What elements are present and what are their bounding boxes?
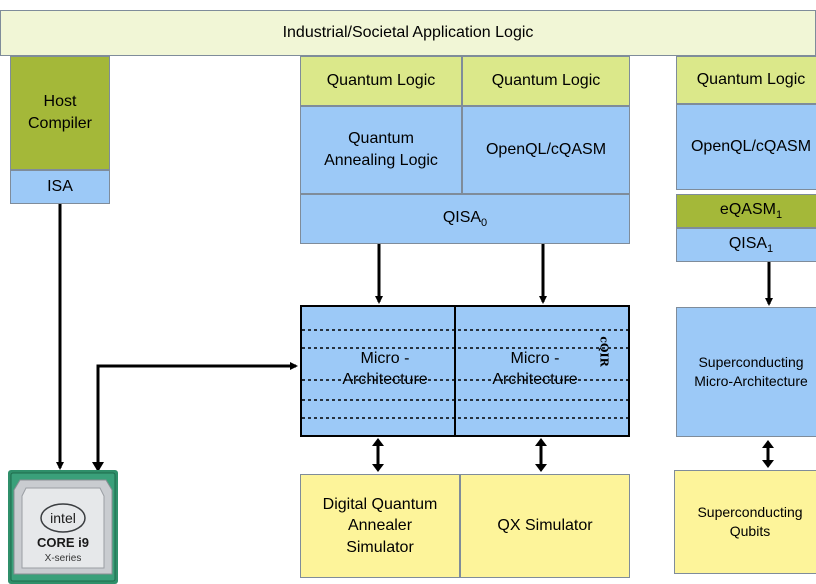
qisa1-box: QISA1 [676,228,816,262]
eqasm1-box: eQASM1 [676,194,816,228]
eqasm1-label: eQASM1 [719,200,783,222]
superconducting-micro-box: Superconducting Micro-Architecture [676,307,816,437]
superconducting-qubits-box: Superconducting Qubits [674,470,816,574]
qisa0-box: QISA0 [300,194,630,244]
openql-box-1: OpenQL/cQASM [462,106,630,194]
cpu-series-text: X-series [45,553,82,564]
qx-simulator-label: QX Simulator [497,517,593,535]
micro-architecture-left-label: Micro - Architecture [342,350,428,388]
openql-label-1: OpenQL/cQASM [485,141,607,159]
host-compiler-label: Host Compiler [27,93,92,132]
isa-label: ISA [47,178,73,196]
micro-annealer-bidir-arrow [372,438,384,472]
host-compiler-box: Host Compiler [10,56,110,170]
isa-box: ISA [10,170,110,204]
sc-micro-qubits-bidir-arrow [762,440,774,468]
annealing-logic-label: Quantum Annealing Logic [324,130,438,169]
quantum-logic-right-label: Quantum Logic [491,72,601,90]
annealer-simulator-label: Digital Quantum Annealer Simulator [322,495,438,556]
cpu-model-text: CORE i9 [37,535,89,550]
application-logic-label: Industrial/Societal Application Logic [282,24,534,42]
quantum-logic-left-label: Quantum Logic [326,72,436,90]
qisa0-label: QISA0 [442,208,488,230]
application-logic-bar: Industrial/Societal Application Logic [0,10,816,56]
intel-cpu-chip: intel CORE i9 X-series [8,470,118,584]
quantum-logic-right-box: Quantum Logic [462,56,630,106]
micro-qx-bidir-arrow [535,438,547,472]
quantum-logic-left-box: Quantum Logic [300,56,462,106]
annealer-simulator-box: Digital Quantum Annealer Simulator [300,474,460,578]
openql-box-2: OpenQL/cQASM [676,104,816,190]
openql-label-2: OpenQL/cQASM [690,138,812,156]
micro-architecture-right-label: Micro - Architecture [492,350,578,388]
quantum-logic-right-col-label: Quantum Logic [696,71,806,89]
cpu-brand-text: intel [50,510,76,526]
quantum-logic-right-col-box: Quantum Logic [676,56,816,104]
cpu-to-micro-arrow [96,362,298,468]
superconducting-qubits-label: Superconducting Qubits [697,504,803,539]
annealing-logic-box: Quantum Annealing Logic [300,106,462,194]
micro-architecture-block [300,305,630,437]
qisa1-label: QISA1 [728,234,774,256]
qx-simulator-box: QX Simulator [460,474,630,578]
superconducting-micro-label: Superconducting Micro-Architecture [694,354,808,389]
